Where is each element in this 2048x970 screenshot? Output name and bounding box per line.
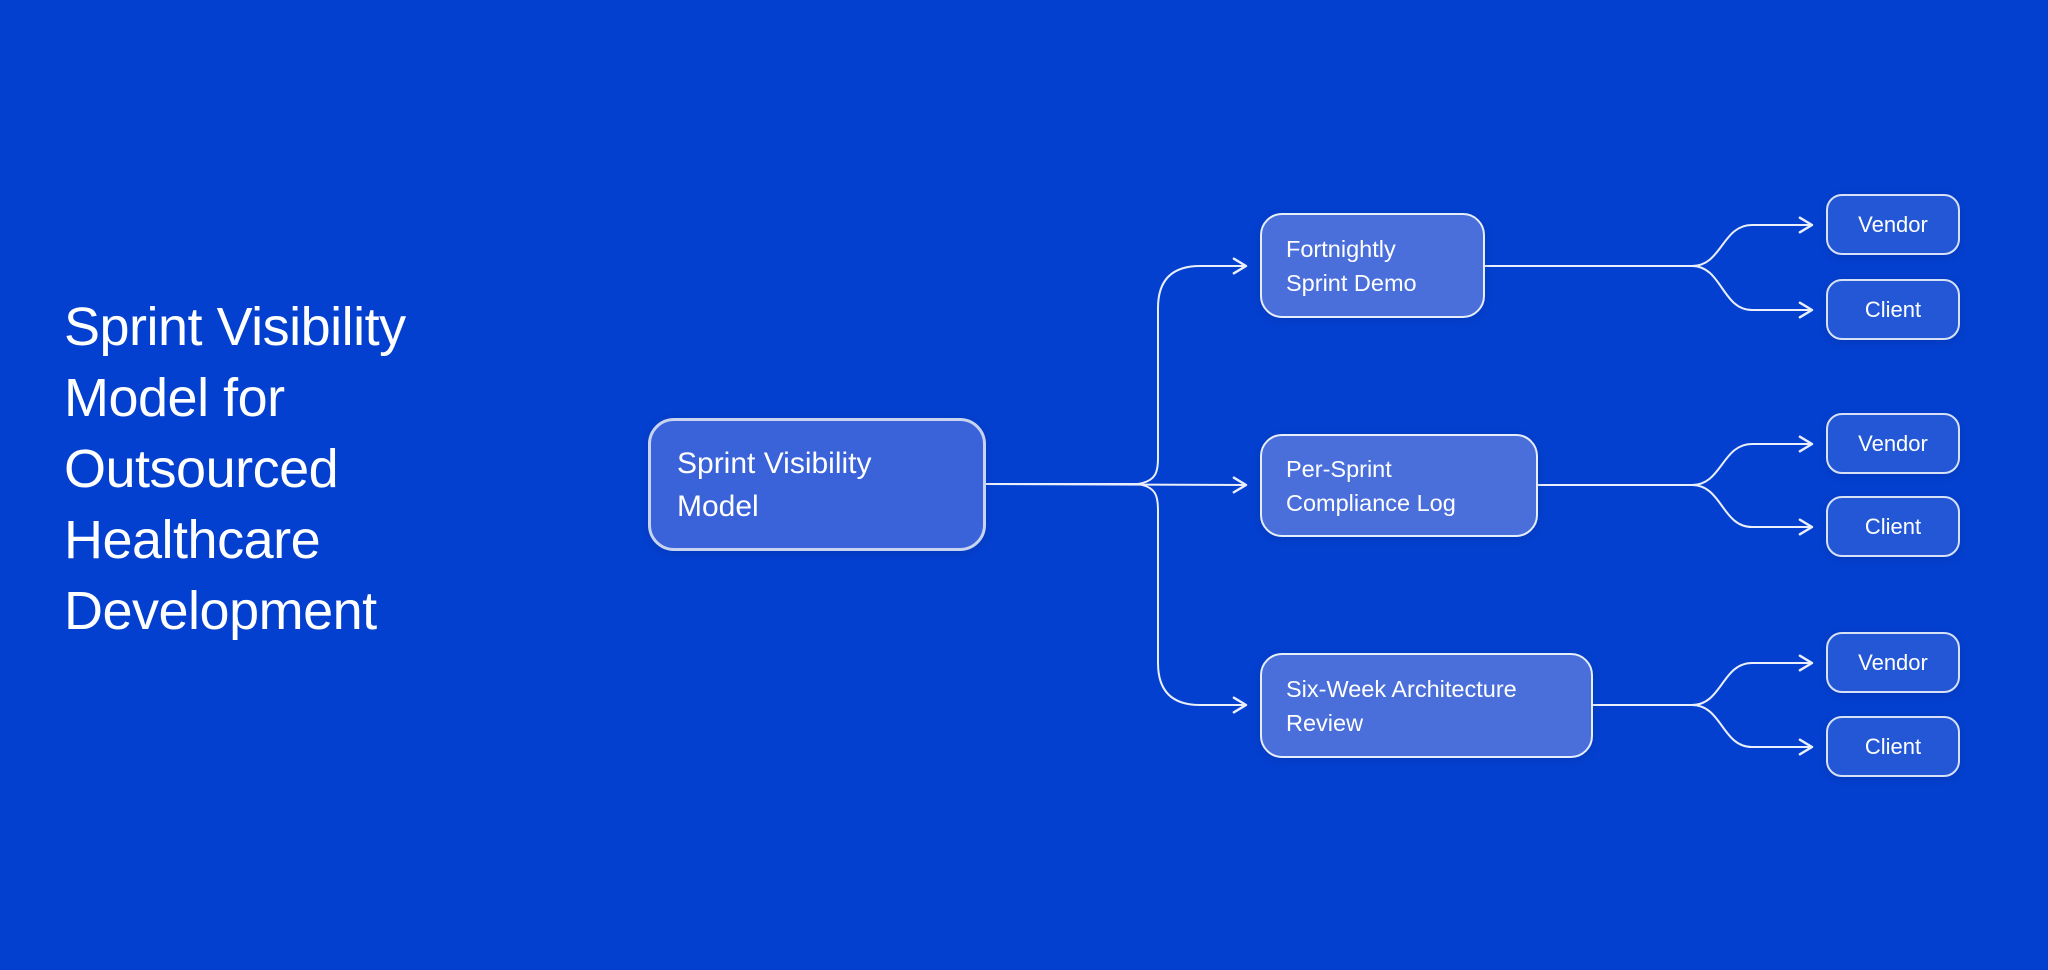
- topic-node-label: Six-Week Architecture Review: [1286, 675, 1517, 736]
- title-line: Outsourced: [64, 439, 339, 499]
- connector-root-topic2: [985, 476, 1248, 494]
- topic-node-per-sprint-compliance-log[interactable]: Per-Sprint Compliance Log: [1260, 434, 1538, 537]
- connector-topic1-client: [1485, 265, 1814, 319]
- leaf-node-label: Client: [1864, 513, 1922, 539]
- leaf-node-label: Vendor: [1858, 211, 1928, 237]
- leaf-node-client-3[interactable]: Client: [1826, 716, 1960, 777]
- leaf-node-label: Client: [1864, 733, 1922, 759]
- leaf-node-vendor-3[interactable]: Vendor: [1826, 632, 1960, 693]
- leaf-node-label: Vendor: [1858, 430, 1928, 456]
- connector-topic3-client: [1593, 704, 1814, 756]
- connector-topic2-client: [1538, 484, 1814, 536]
- root-node-label: Sprint Visibility Model: [677, 446, 872, 523]
- connector-root-topic3: [986, 483, 1248, 714]
- title-line: Development: [64, 581, 377, 641]
- topic-node-fortnightly-sprint-demo[interactable]: Fortnightly Sprint Demo: [1260, 213, 1485, 318]
- root-node-sprint-visibility-model[interactable]: Sprint Visibility Model: [648, 418, 986, 551]
- leaf-node-label: Vendor: [1858, 649, 1928, 675]
- leaf-node-vendor-1[interactable]: Vendor: [1826, 194, 1960, 255]
- leaf-node-vendor-2[interactable]: Vendor: [1826, 413, 1960, 474]
- connector-topic1-vendor: [1485, 216, 1814, 267]
- topic-node-label: Fortnightly Sprint Demo: [1286, 235, 1417, 296]
- diagram-title[interactable]: Sprint Visibility Model for Outsourced H…: [64, 292, 584, 647]
- title-line: Healthcare: [64, 510, 321, 570]
- leaf-node-label: Client: [1864, 296, 1922, 322]
- leaf-node-client-1[interactable]: Client: [1826, 279, 1960, 340]
- topic-node-label: Per-Sprint Compliance Log: [1286, 455, 1456, 516]
- connector-topic2-vendor: [1538, 435, 1814, 486]
- title-line: Sprint Visibility: [64, 297, 406, 357]
- topic-node-six-week-architecture-review[interactable]: Six-Week Architecture Review: [1260, 653, 1593, 758]
- connector-root-topic1: [986, 257, 1248, 485]
- title-line: Model for: [64, 368, 285, 428]
- leaf-node-client-2[interactable]: Client: [1826, 496, 1960, 557]
- connector-topic3-vendor: [1593, 654, 1814, 706]
